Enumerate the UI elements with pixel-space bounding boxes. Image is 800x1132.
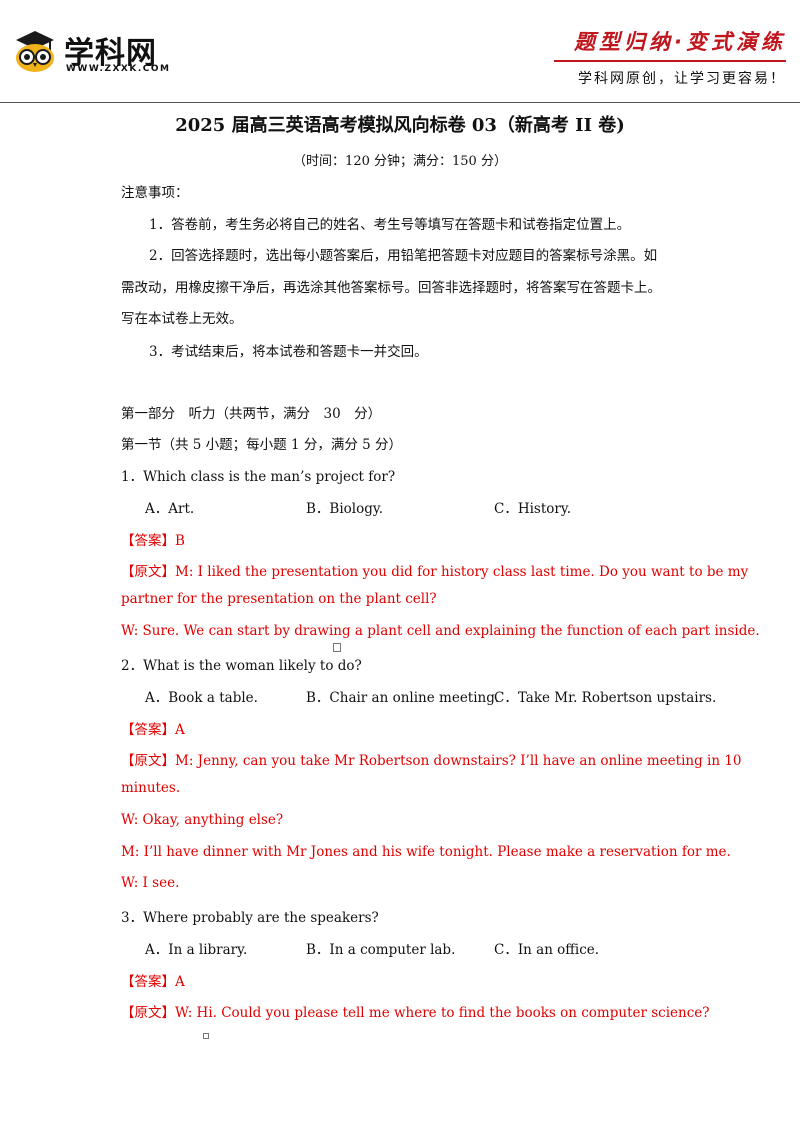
option-a: A．In a library. xyxy=(145,942,248,958)
transcript-line: M: I’ll have dinner with Mr Jones and hi… xyxy=(121,844,731,860)
transcript-line: 【原文】M: I liked the presentation you did … xyxy=(121,564,749,580)
exam-subtitle: （时间：120 分钟；满分：150 分） xyxy=(293,154,507,169)
option-a: A．Art. xyxy=(145,501,195,517)
logo-text: 学科网 xyxy=(64,36,157,71)
answer: 【答案】B xyxy=(121,533,185,549)
note-item: 1．答卷前，考生务必将自己的姓名、考生号等填写在答题卡和试卷指定位置上。 xyxy=(149,217,631,233)
exam-title: 2025 届高三英语高考模拟风向标卷 03（新高考 II 卷) xyxy=(175,115,625,136)
part-heading: 第一部分 听力（共两节，满分 30 分） xyxy=(121,406,382,422)
notes-heading: 注意事项： xyxy=(121,185,189,201)
transcript-line: W: Okay, anything else? xyxy=(121,812,284,828)
owl-logo-icon xyxy=(16,31,54,72)
note-item: 需改动，用橡皮擦干净后，再选涂其他答案标号。回答非选择题时，将答案写在答题卡上。 xyxy=(121,280,661,296)
logo: 学科网 WWW.ZXXK.COM xyxy=(12,26,169,82)
option-b: B．In a computer lab. xyxy=(306,942,456,958)
option-c: C．Take Mr. Robertson upstairs. xyxy=(494,690,717,706)
option-b: B．Chair an online meeting. xyxy=(306,690,500,706)
transcript-line: 【原文】M: Jenny, can you take Mr Robertson … xyxy=(121,753,742,769)
answer: 【答案】A xyxy=(121,974,185,990)
transcript-line: minutes. xyxy=(121,780,181,796)
note-item: 写在本试卷上无效。 xyxy=(121,311,243,327)
question-stem: 1．Which class is the man’s project for? xyxy=(121,469,396,485)
answer: 【答案】A xyxy=(121,722,185,738)
option-c: C．History. xyxy=(494,501,571,517)
transcript-line: W: I see. xyxy=(121,875,180,891)
logo-url: WWW.ZXXK.COM xyxy=(66,64,171,74)
option-b: B．Biology. xyxy=(306,501,383,517)
question-stem: 3．Where probably are the speakers? xyxy=(121,910,379,926)
slogan-main: 题型归纳·变式演练 xyxy=(574,30,786,54)
option-c: C．In an office. xyxy=(494,942,600,958)
section-heading: 第一节（共 5 小题；每小题 1 分，满分 5 分） xyxy=(121,437,403,453)
transcript-line: 【原文】W: Hi. Could you please tell me wher… xyxy=(121,1005,710,1021)
page-header: 学科网 WWW.ZXXK.COM 题型归纳·变式演练 学科网原创，让学习更容易！ xyxy=(0,0,800,103)
transcript-line: W: Sure. We can start by drawing a plant… xyxy=(121,623,760,639)
note-item: 3．考试结束后，将本试卷和答题卡一并交回。 xyxy=(149,344,428,360)
placeholder-box xyxy=(203,1033,209,1039)
option-a: A．Book a table. xyxy=(145,690,258,706)
transcript-line: partner for the presentation on the plan… xyxy=(121,591,437,607)
note-item: 2．回答选择题时，选出每小题答案后，用铅笔把答题卡对应题目的答案标号涂黑。如 xyxy=(149,248,658,264)
slogan-sub: 学科网原创，让学习更容易！ xyxy=(578,71,786,87)
question-stem: 2．What is the woman likely to do? xyxy=(121,658,362,674)
slogan-divider xyxy=(554,60,786,62)
placeholder-box xyxy=(333,643,341,652)
header-slogan: 题型归纳·变式演练 学科网原创，让学习更容易！ xyxy=(554,26,786,88)
